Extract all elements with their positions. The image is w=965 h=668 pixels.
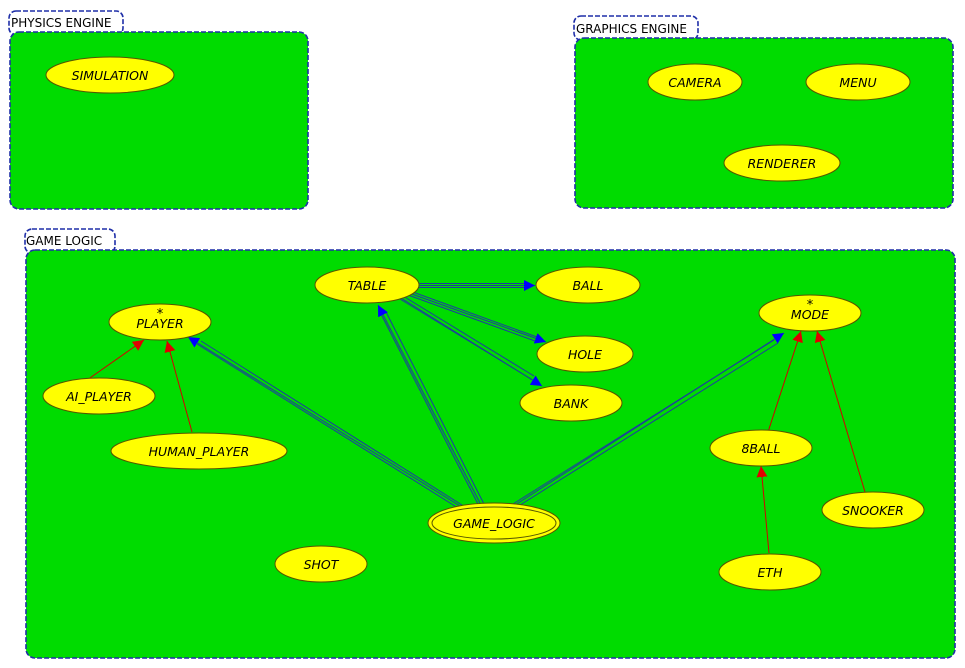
- node-label: BALL: [572, 278, 603, 293]
- node-label: GAME_LOGIC: [453, 516, 535, 531]
- node-ball[interactable]: BALL: [535, 266, 641, 304]
- association-edges: [187, 280, 785, 509]
- inheritance-edges: [86, 330, 866, 554]
- node-snooker[interactable]: SNOOKER: [821, 491, 925, 529]
- abstract-marker: *: [807, 298, 814, 313]
- cluster-label: GAME LOGIC: [26, 234, 102, 248]
- node-simulation[interactable]: SIMULATION: [45, 56, 175, 94]
- nodes: SIMULATION CAMERA MENU RENDERER TABLE BA…: [42, 56, 925, 591]
- node-menu[interactable]: MENU: [805, 63, 911, 101]
- node-hole[interactable]: HOLE: [536, 335, 634, 373]
- node-game-logic[interactable]: GAME_LOGIC: [427, 502, 561, 544]
- cluster-tab: [24, 228, 116, 254]
- node-label: BANK: [554, 396, 590, 411]
- node-mode[interactable]: * MODE: [758, 294, 862, 332]
- edge-gamelogic-table: [377, 304, 485, 507]
- cluster-body: [9, 31, 309, 210]
- node-renderer[interactable]: RENDERER: [723, 144, 841, 182]
- edge-8ball-mode: [767, 330, 803, 433]
- node-label: RENDERER: [748, 156, 817, 171]
- node-label: AI_PLAYER: [65, 389, 132, 404]
- node-label: SHOT: [304, 557, 340, 572]
- edge-table-hole: [407, 290, 547, 344]
- node-8ball[interactable]: 8BALL: [709, 429, 813, 467]
- cluster-tab: [8, 10, 124, 36]
- cluster-body: [25, 249, 956, 659]
- node-label: SNOOKER: [842, 503, 904, 518]
- cluster-body: [574, 37, 954, 209]
- edge-table-ball: [417, 280, 535, 291]
- cluster-label: PHYSICS ENGINE: [11, 16, 112, 30]
- edge-eth-8ball: [756, 465, 770, 554]
- cluster-game-logic: GAME LOGIC: [24, 228, 956, 659]
- edge-gamelogic-player: [187, 336, 463, 509]
- node-human-player[interactable]: HUMAN_PLAYER: [110, 432, 288, 470]
- node-shot[interactable]: SHOT: [274, 545, 368, 583]
- node-label: CAMERA: [668, 75, 721, 90]
- node-eth[interactable]: ETH: [718, 553, 822, 591]
- node-label: PLAYER: [136, 316, 183, 331]
- cluster-label: GRAPHICS ENGINE: [576, 22, 687, 36]
- node-label: SIMULATION: [72, 68, 149, 83]
- node-label: HOLE: [568, 347, 602, 362]
- abstract-marker: *: [157, 307, 164, 322]
- cluster-physics-engine: PHYSICS ENGINE: [8, 10, 309, 210]
- edge-gamelogic-mode: [512, 332, 785, 508]
- node-ai-player[interactable]: AI_PLAYER: [42, 377, 156, 415]
- node-label: TABLE: [348, 278, 387, 293]
- node-label: MODE: [791, 307, 829, 322]
- node-label: 8BALL: [741, 441, 780, 456]
- node-bank[interactable]: BANK: [519, 384, 623, 422]
- node-label: ETH: [758, 565, 784, 580]
- edge-aiplayer-player: [86, 339, 145, 381]
- edge-table-bank: [399, 295, 543, 387]
- node-camera[interactable]: CAMERA: [647, 63, 743, 101]
- node-player[interactable]: * PLAYER: [108, 303, 212, 341]
- node-label: HUMAN_PLAYER: [149, 444, 250, 459]
- edge-snooker-mode: [814, 330, 866, 493]
- edge-humanplayer-player: [164, 340, 193, 433]
- node-table[interactable]: TABLE: [314, 266, 420, 304]
- node-label: MENU: [839, 75, 876, 90]
